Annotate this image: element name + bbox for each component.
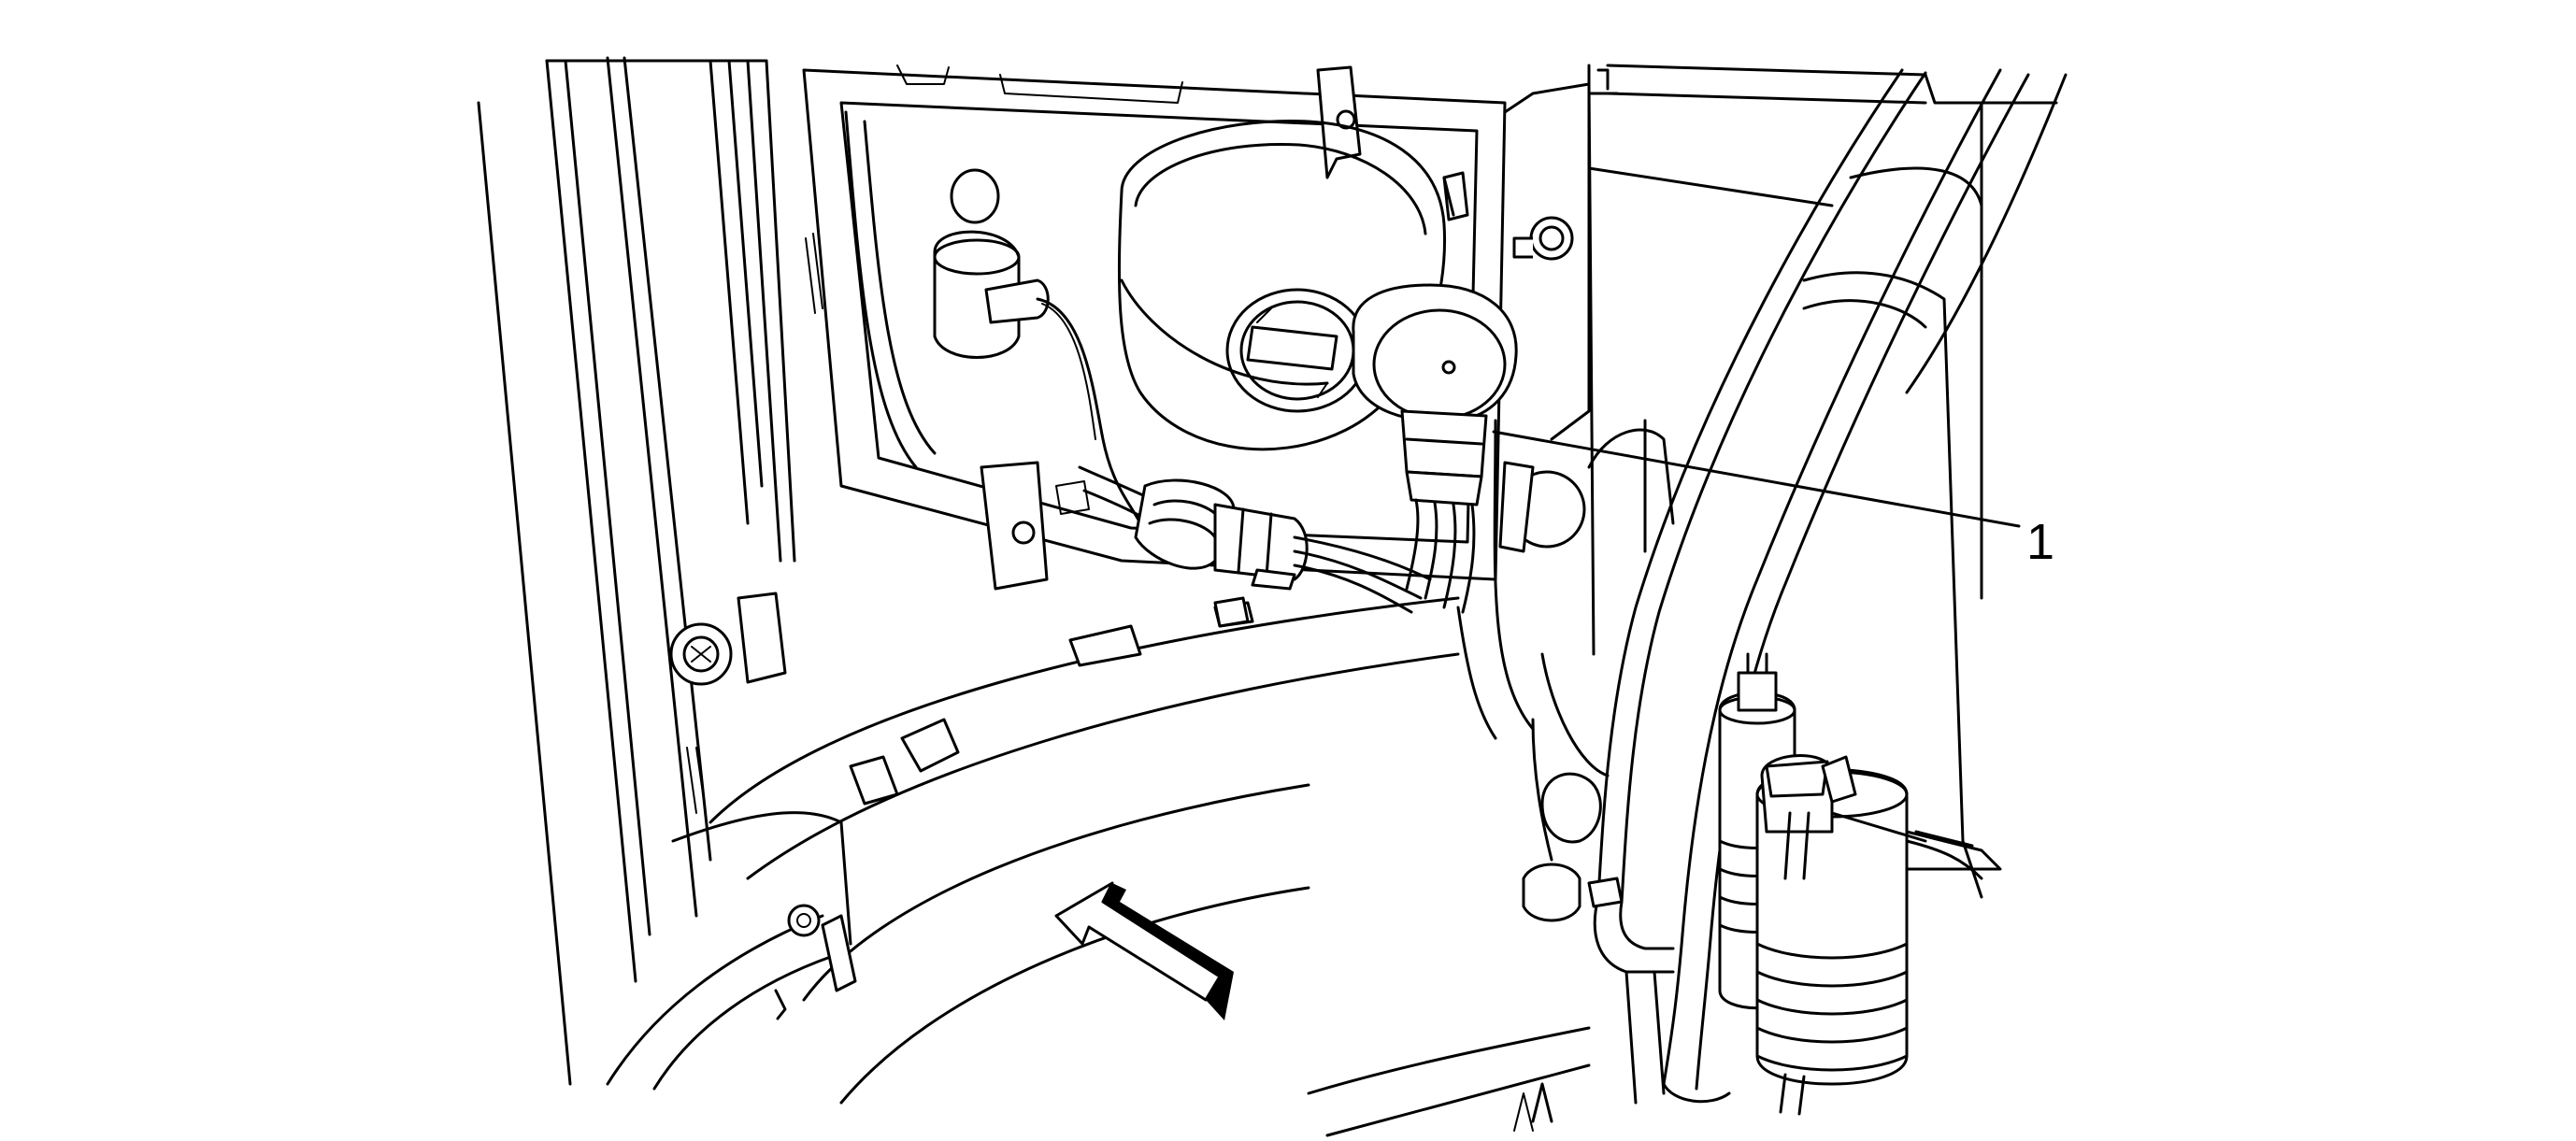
fender-bolt (669, 592, 787, 686)
washer-reservoir (1531, 271, 1983, 899)
callout-1: 1 (1492, 430, 2054, 570)
lower-bolt (774, 904, 821, 1020)
harness-connector (1078, 465, 1432, 614)
hose-clip (1522, 772, 1624, 922)
callout-number: 1 (2026, 514, 2054, 570)
radiator-support (1456, 64, 2058, 740)
reservoir-flap (1513, 830, 2002, 1132)
front-direction-arrow (1054, 881, 1234, 1020)
headlamp-reflector (1117, 120, 1447, 451)
headlamp-bulb-socket (1352, 283, 1518, 614)
callout-leader-line (1492, 430, 2021, 528)
housing-bracket (980, 461, 1250, 628)
washer-pump-right (1755, 754, 1927, 1116)
turn-signal-socket (933, 168, 1142, 525)
fender-panel (477, 56, 823, 1086)
